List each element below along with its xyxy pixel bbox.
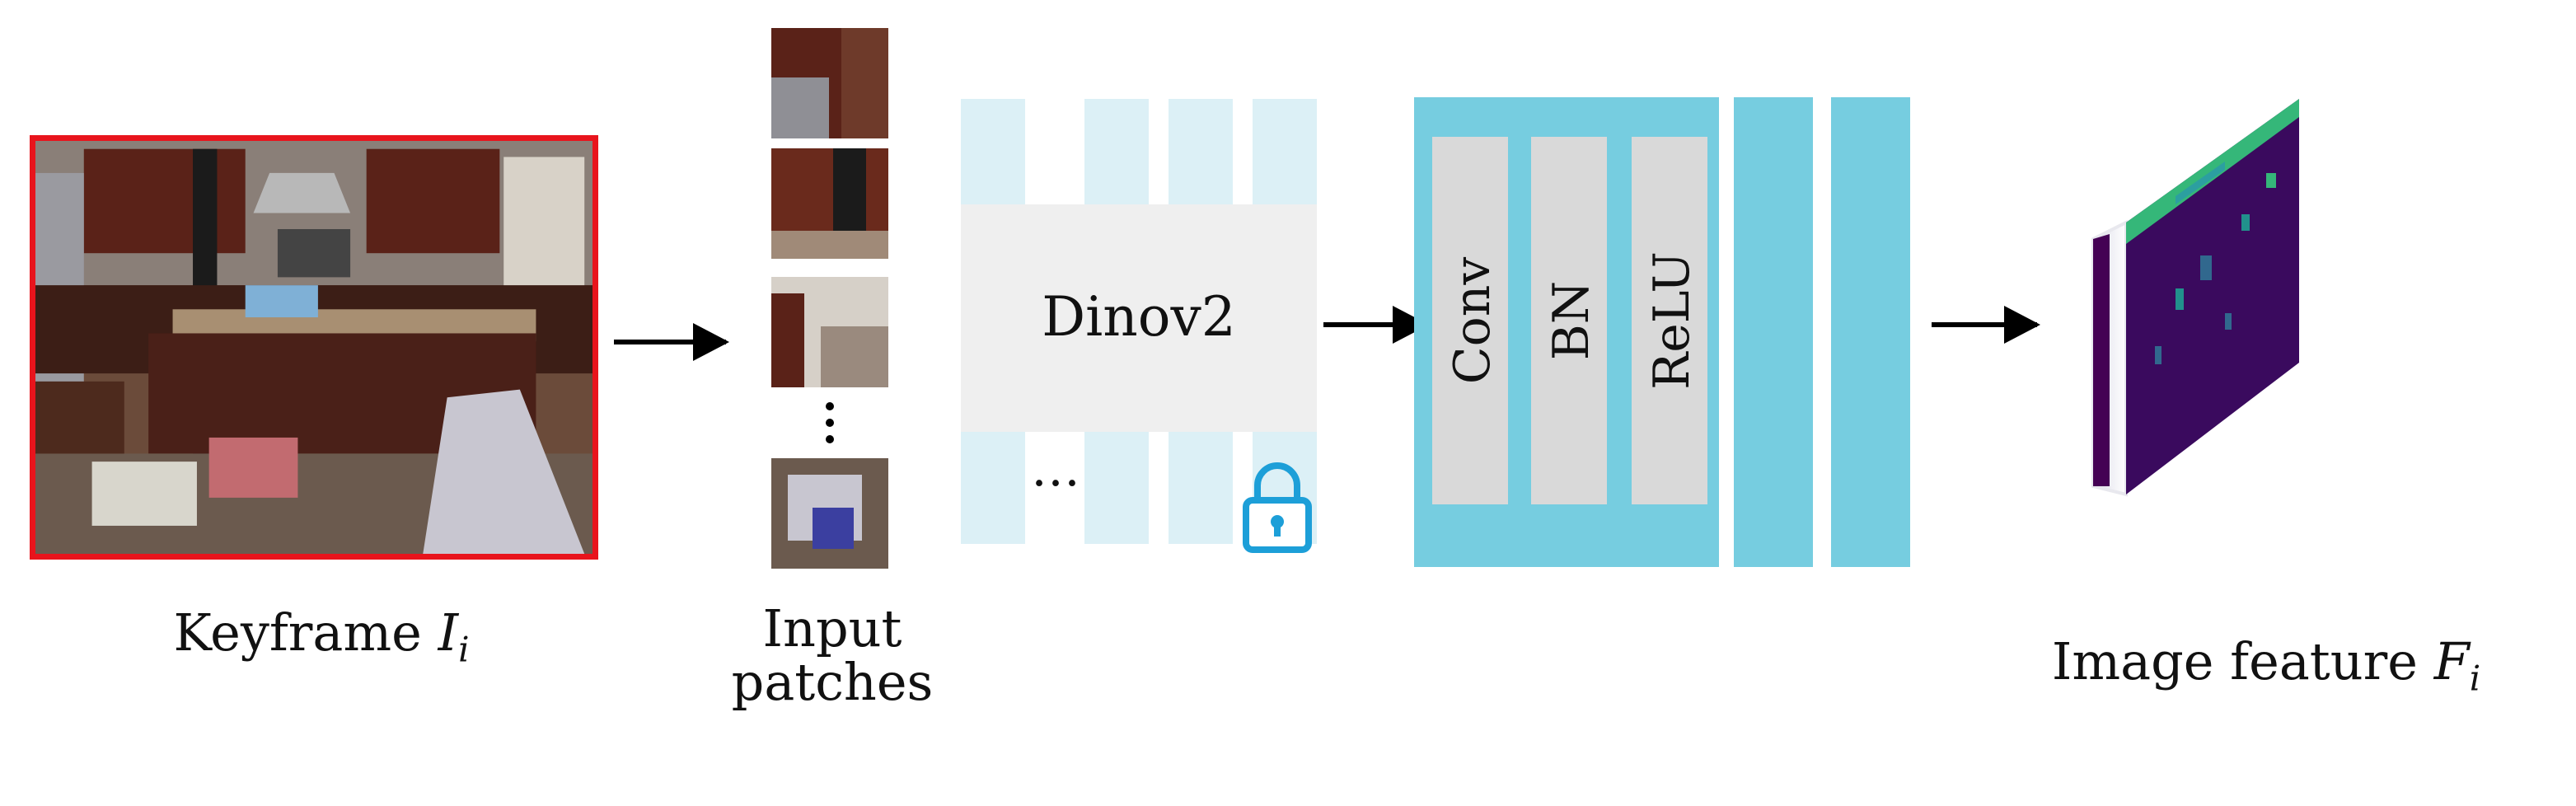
encoder-ellipsis: …	[1031, 440, 1080, 498]
patch-2	[771, 148, 888, 259]
feature-map	[2077, 74, 2324, 503]
patch-ellipsis	[826, 402, 834, 452]
lock-icon	[1236, 457, 1318, 556]
input-patches-line1: Input	[762, 598, 902, 658]
keyframe-label: Keyframe Ii	[115, 606, 527, 668]
encoder-box	[961, 204, 1317, 432]
arrow-to-head	[1323, 306, 1429, 344]
patch-1	[771, 28, 888, 138]
keyframe-label-text: Keyframe	[173, 602, 422, 663]
head-column-2	[1831, 97, 1910, 567]
head-layer-conv	[1432, 137, 1508, 504]
arrow-to-feature	[1932, 306, 2040, 344]
encoder-label: Dinov2	[1042, 285, 1236, 349]
input-patches-line2: patches	[731, 652, 934, 713]
head-layer-bn	[1531, 137, 1607, 504]
patch-last	[771, 458, 888, 569]
keyframe-image	[30, 135, 598, 560]
image-feature-subscript: i	[2469, 658, 2481, 699]
conv-label: Conv	[1444, 256, 1501, 385]
image-feature-label: Image feature Fi	[1978, 635, 2555, 696]
head-column-1	[1734, 97, 1813, 567]
head-layer-relu	[1632, 137, 1707, 504]
keyframe-subscript: i	[458, 629, 470, 670]
keyframe-symbol: I	[438, 602, 459, 663]
kitchen-scene-illustration	[35, 141, 592, 554]
image-feature-text: Image feature	[2051, 631, 2418, 691]
arrow-to-patches	[614, 323, 729, 361]
bn-label: BN	[1543, 280, 1600, 361]
patch-3	[771, 277, 888, 387]
input-patches-label: Input patches	[676, 602, 989, 709]
image-feature-symbol: F	[2433, 631, 2470, 691]
relu-label: ReLU	[1643, 251, 1701, 390]
